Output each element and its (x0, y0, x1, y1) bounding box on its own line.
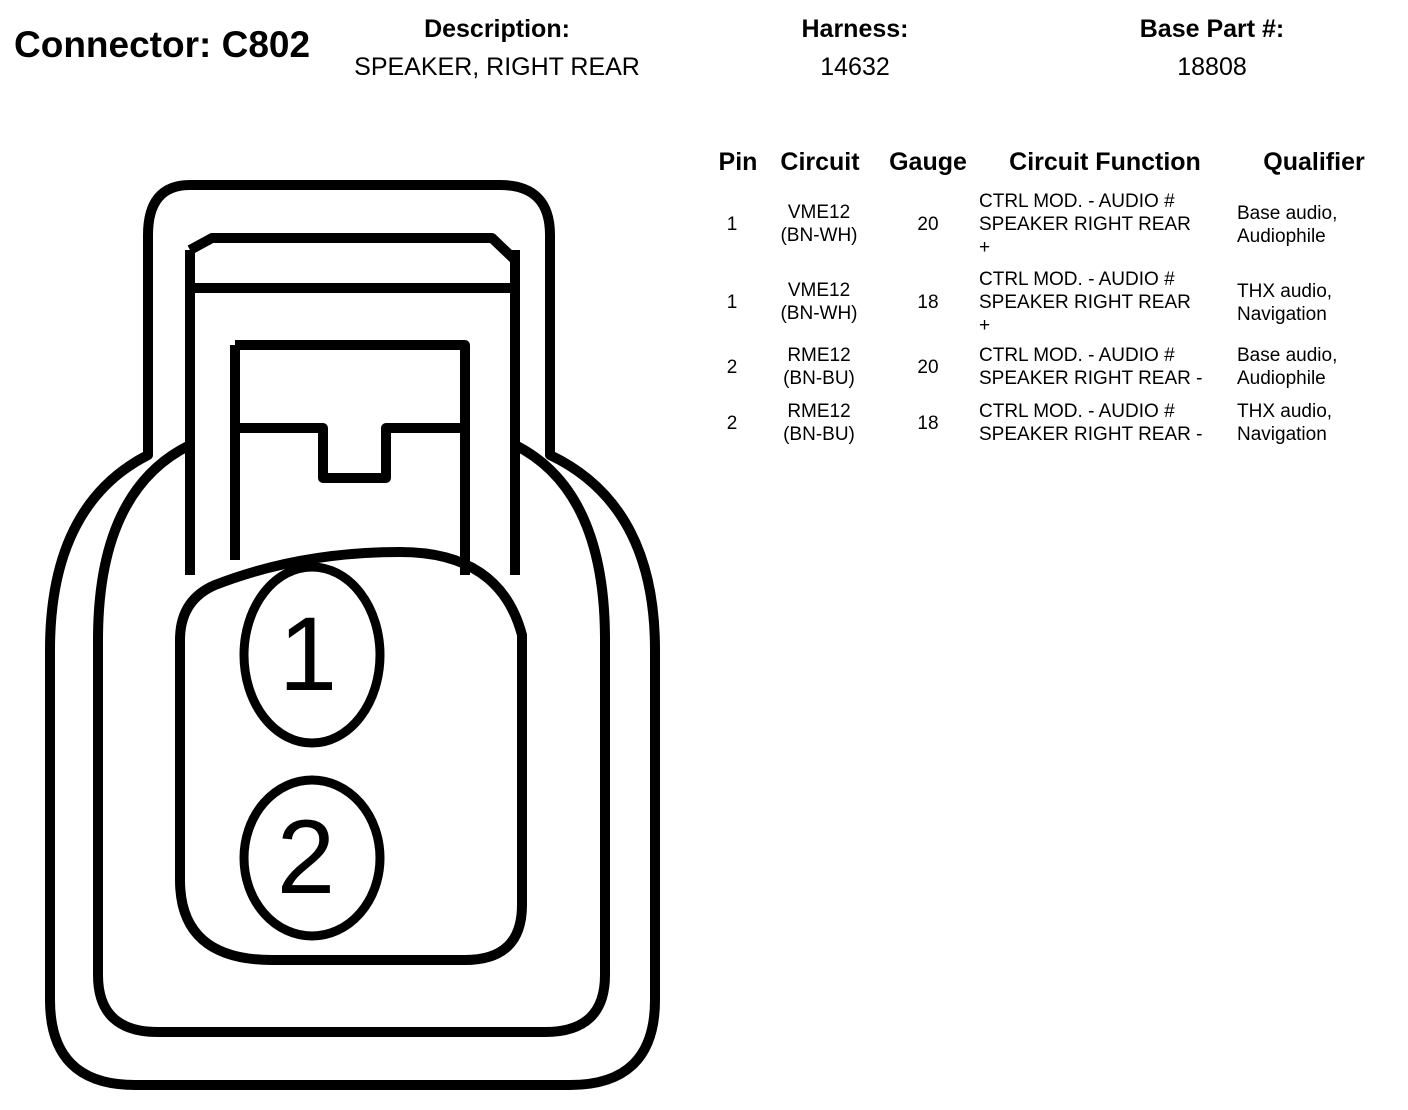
description-label: Description: (424, 15, 570, 43)
cell-qualifier-line: THX audio, (1237, 281, 1333, 302)
cell-circuit-code: VME12 (787, 202, 851, 223)
column-header-circuit: Circuit (780, 148, 860, 176)
cell-function: CTRL MOD. - AUDIO # SPEAKER RIGHT REAR + (979, 190, 1191, 259)
cell-qualifier-line: Navigation (1237, 424, 1327, 445)
pin-2-number: 2 (277, 799, 335, 916)
cell-qualifier: Base audio, Audiophile (1237, 344, 1337, 390)
cell-function-line: SPEAKER RIGHT REAR (979, 292, 1191, 313)
harness-value: 14632 (820, 53, 890, 81)
cell-gauge: 18 (917, 292, 939, 313)
connector-title: Connector: C802 (14, 24, 311, 65)
locking-latch (185, 233, 520, 575)
table-row: 2 RME12 (BN-BU) 18 CTRL MOD. - AUDIO # S… (700, 400, 1400, 456)
base-part-value: 18808 (1177, 53, 1247, 81)
cell-qualifier-line: Base audio, (1237, 345, 1338, 366)
cell-gauge: 20 (917, 357, 939, 378)
connector-inner-housing (93, 250, 610, 1037)
cell-pin: 2 (726, 357, 738, 378)
cell-function: CTRL MOD. - AUDIO # SPEAKER RIGHT REAR + (979, 268, 1191, 337)
cell-qualifier-line: THX audio, (1237, 401, 1333, 422)
cell-circuit: VME12 (BN-WH) (768, 201, 870, 247)
description-value: SPEAKER, RIGHT REAR (354, 53, 640, 81)
base-part-block: Base Part #: 18808 (1112, 14, 1312, 82)
pin-cavity-body (175, 547, 527, 965)
cell-function: CTRL MOD. - AUDIO # SPEAKER RIGHT REAR - (979, 344, 1202, 390)
latch-window (230, 340, 470, 575)
harness-label: Harness: (801, 15, 909, 43)
pin-table: Pin Circuit Gauge Circuit Function Quali… (700, 148, 1400, 456)
cell-qualifier-line: Audiophile (1237, 368, 1326, 389)
cell-qualifier-line: Audiophile (1237, 226, 1326, 247)
pin-1-circle (239, 562, 385, 748)
table-row: 1 VME12 (BN-WH) 18 CTRL MOD. - AUDIO # S… (700, 266, 1400, 344)
cell-circuit-code: VME12 (787, 280, 851, 301)
cell-circuit: RME12 (BN-BU) (768, 344, 870, 390)
cell-circuit-code: RME12 (787, 401, 851, 422)
cell-qualifier: THX audio, Navigation (1237, 400, 1332, 446)
cell-function-line: + (979, 237, 991, 258)
cell-function-line: CTRL MOD. - AUDIO # (979, 191, 1175, 212)
cell-pin: 1 (726, 214, 738, 235)
cell-function-line: CTRL MOD. - AUDIO # (979, 269, 1175, 290)
cell-function-line: SPEAKER RIGHT REAR (979, 214, 1191, 235)
cell-circuit: RME12 (BN-BU) (768, 400, 870, 446)
cell-circuit-color: (BN-WH) (780, 225, 858, 246)
cell-gauge: 20 (917, 214, 939, 235)
cell-circuit-color: (BN-BU) (783, 368, 855, 389)
table-body: 1 VME12 (BN-WH) 20 CTRL MOD. - AUDIO # S… (700, 188, 1400, 456)
cell-qualifier: THX audio, Navigation (1237, 280, 1332, 326)
cell-circuit-code: RME12 (787, 345, 851, 366)
column-header-pin: Pin (718, 148, 758, 176)
column-header-circuit-function: Circuit Function (1009, 148, 1201, 176)
cell-qualifier-line: Navigation (1237, 304, 1327, 325)
cell-function-line: SPEAKER RIGHT REAR - (979, 368, 1203, 389)
table-header-row: Pin Circuit Gauge Circuit Function Quali… (700, 148, 1400, 188)
connector-face-diagram: 1 2 (0, 170, 700, 1105)
column-header-gauge: Gauge (889, 148, 967, 176)
pin-2-circle (239, 775, 385, 941)
table-row: 2 RME12 (BN-BU) 20 CTRL MOD. - AUDIO # S… (700, 344, 1400, 400)
cell-circuit-color: (BN-BU) (783, 424, 855, 445)
cell-circuit-color: (BN-WH) (780, 303, 858, 324)
harness-block: Harness: 14632 (755, 14, 955, 82)
cell-gauge: 18 (917, 413, 939, 434)
cell-pin: 1 (726, 292, 738, 313)
pin-1-number: 1 (279, 596, 337, 713)
cell-qualifier-line: Base audio, (1237, 203, 1338, 224)
column-header-qualifier: Qualifier (1263, 148, 1365, 176)
cell-function-line: + (979, 315, 991, 336)
cell-qualifier: Base audio, Audiophile (1237, 202, 1337, 248)
cell-function: CTRL MOD. - AUDIO # SPEAKER RIGHT REAR - (979, 400, 1202, 446)
description-block: Description: SPEAKER, RIGHT REAR (338, 14, 656, 82)
connector-outer-housing (45, 180, 660, 1090)
connector-face-svg: 1 2 (45, 180, 660, 1090)
cell-function-line: CTRL MOD. - AUDIO # (979, 401, 1175, 422)
cell-function-line: CTRL MOD. - AUDIO # (979, 345, 1175, 366)
cell-circuit: VME12 (BN-WH) (768, 279, 870, 325)
base-part-label: Base Part #: (1139, 15, 1285, 43)
cell-pin: 2 (726, 413, 738, 434)
table-row: 1 VME12 (BN-WH) 20 CTRL MOD. - AUDIO # S… (700, 188, 1400, 266)
cell-function-line: SPEAKER RIGHT REAR - (979, 424, 1203, 445)
